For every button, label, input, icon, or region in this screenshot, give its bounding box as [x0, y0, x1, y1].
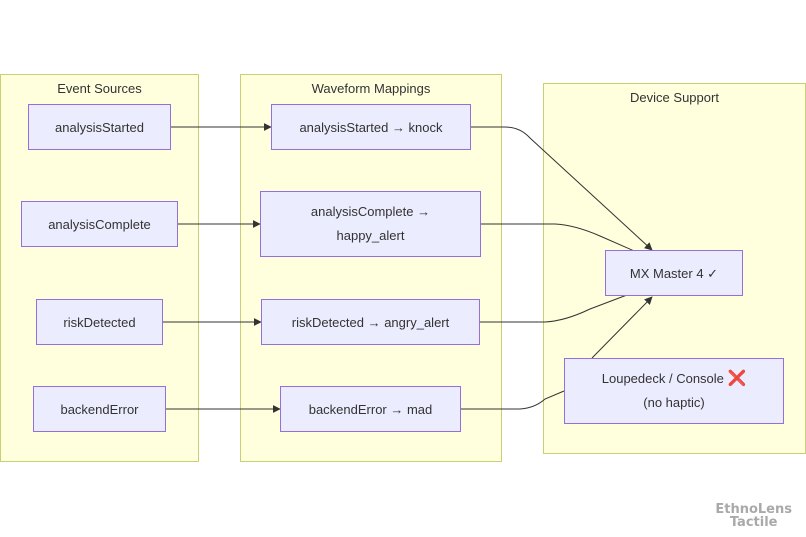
device-support-title: Device Support: [630, 90, 719, 105]
watermark-line1: EthnoLens: [715, 502, 792, 517]
edge-happy-to-mx: [481, 223, 649, 258]
mapping-analysis-complete: analysisComplete → happy_alert: [260, 191, 481, 257]
edge-mad-to-loupedeck: [461, 390, 565, 410]
mapping-analysis-complete-line2: happy_alert: [336, 228, 405, 243]
event-analysis-started: analysisStarted: [28, 104, 171, 150]
waveform-mappings-title: Waveform Mappings: [311, 81, 431, 96]
watermark-logo: EthnoLens Tactile: [715, 503, 792, 529]
watermark-line2: Tactile: [729, 515, 778, 530]
device-loupedeck-line1: Loupedeck / Console: [601, 371, 724, 386]
device-mx-master: MX Master 4 ✓: [605, 250, 743, 296]
mapping-risk-detected: riskDetected → angry_alert: [261, 299, 480, 345]
edge-angry-to-mx: [480, 285, 649, 323]
mapping-backend-error: backendError → mad: [280, 386, 461, 432]
device-loupedeck: Loupedeck / Console ❌ (no haptic): [564, 358, 784, 424]
edge-loupedeck-to-mx: [591, 296, 653, 359]
event-sources-title: Event Sources: [57, 81, 142, 96]
cross-mark-icon: ❌: [727, 370, 747, 387]
edge-knock-to-mx: [471, 126, 653, 251]
mapping-analysis-complete-line1: analysisComplete →: [310, 204, 431, 219]
mapping-analysis-started: analysisStarted → knock: [271, 104, 471, 150]
event-backend-error: backendError: [33, 386, 166, 432]
event-risk-detected: riskDetected: [36, 299, 163, 345]
device-loupedeck-line2: (no haptic): [643, 395, 705, 410]
event-analysis-complete: analysisComplete: [21, 201, 178, 247]
